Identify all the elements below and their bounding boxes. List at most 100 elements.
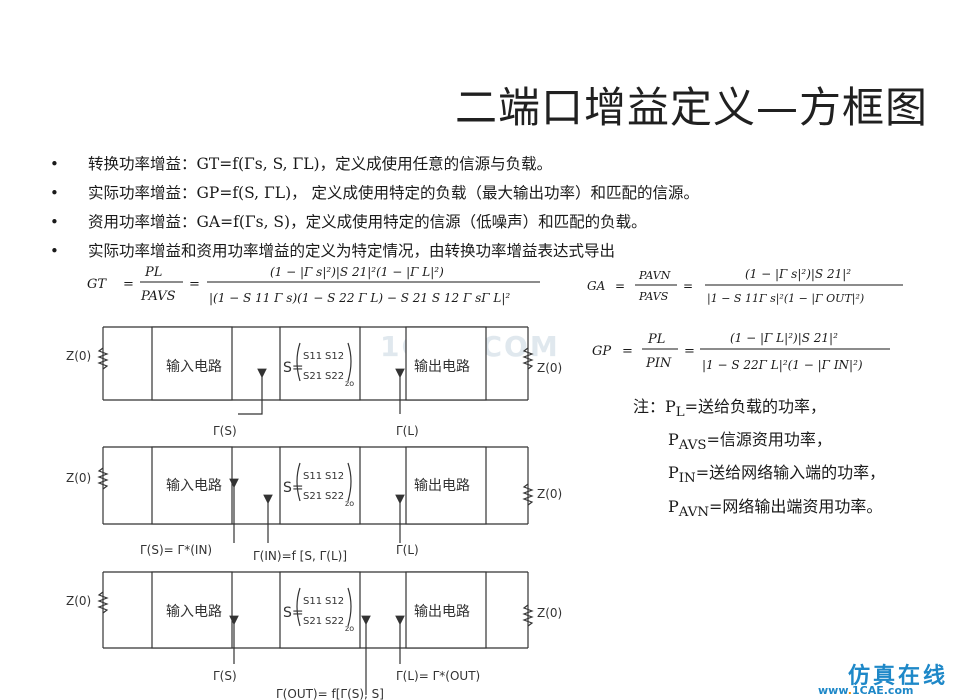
gamma-out-label-3: Γ(OUT)= f[Γ(S), S] (276, 687, 384, 700)
z0-source-2: Z(0) (66, 471, 91, 485)
s-matrix-box-3 (279, 571, 361, 649)
bullet-formula: GA=f(Γs, S) (196, 213, 291, 231)
s21-2: S21 (303, 491, 322, 502)
svg-text:(1 − |Γ L|²)|S 21|²: (1 − |Γ L|²)|S 21|² (730, 331, 838, 345)
ga-formula: GA = PAVN PAVS = (1 − |Γ s|²)|S 21|² |1 … (587, 267, 903, 306)
svg-text:=: = (622, 344, 633, 359)
watermark: 1CAE.COM (380, 330, 560, 363)
gp-formula: GP = PL PIN = (1 − |Γ L|²)|S 21|² |1 − S… (592, 331, 890, 372)
diagram-3 (97, 571, 534, 695)
bullet-dot: • (50, 155, 59, 173)
s21-3: S21 (303, 616, 322, 627)
gt-den: PAVS (140, 289, 176, 304)
note-sub: AVS (678, 438, 707, 454)
input-label-1: 输入电路 (166, 359, 222, 375)
gp-den: PIN (645, 356, 672, 371)
gamma-in-label-2: Γ(IN)=f [S, Γ(L)] (253, 549, 347, 563)
gamma-l-label-2: Γ(L) (396, 543, 419, 557)
gp-lhs: GP (592, 344, 611, 359)
ga-den: PAVS (638, 290, 669, 303)
brand-url-dot: . (847, 684, 852, 697)
z0-sub-3: zo (345, 624, 354, 633)
svg-text:|1 − S 22Γ L|²(1 − |Γ IN|²): |1 − S 22Γ L|²(1 − |Γ IN|²) (702, 358, 863, 372)
gamma-l-label-3: Γ(L)= Γ*(OUT) (396, 669, 480, 683)
z0-load-1: Z(0) (537, 361, 562, 375)
note-row: PAVS=信源资用功率， (633, 426, 885, 459)
note-sub: AVN (678, 504, 710, 520)
bullet-item: • 资用功率增益：GA=f(Γs, S)，定义成使用特定的信源（低噪声）和匹配的… (50, 208, 910, 237)
note-symbol: P (668, 463, 679, 483)
s-prefix-3: S= (283, 605, 304, 621)
bullet-formula: GP=f(S, ΓL) (196, 184, 292, 202)
bullet-item: • 实际功率增益和资用功率增益的定义为特定情况，由转换功率增益表达式导出 (50, 237, 910, 266)
z0-source-3: Z(0) (66, 594, 91, 608)
note-text: =网络输出端资用功率。 (709, 496, 883, 516)
s-matrix-box-1 (279, 326, 361, 401)
note-row: PIN=送给网络输入端的功率， (633, 459, 885, 492)
note-row: PAVN=网络输出端资用功率。 (633, 493, 885, 526)
svg-text:=: = (683, 279, 693, 293)
bullet-text: 实际功率增益和资用功率增益的定义为特定情况，由转换功率增益表达式导出 (88, 242, 616, 260)
output-label-2: 输出电路 (414, 478, 470, 494)
note-sub: IN (678, 471, 696, 487)
output-circuit-box-3 (405, 571, 487, 649)
note-symbol: P (668, 496, 679, 516)
input-circuit-box-3 (151, 571, 233, 649)
note-symbol: P (668, 430, 679, 450)
s-prefix-1: S= (283, 360, 304, 376)
s22-2: S22 (325, 491, 344, 502)
svg-text:(1 − |Γ s|²)|S 21|²(1 − |Γ L|²: (1 − |Γ s|²)|S 21|²(1 − |Γ L|²) (270, 265, 444, 279)
svg-text:|1 − S 11Γ s|²(1 − |Γ OUT|²): |1 − S 11Γ s|²(1 − |Γ OUT|²) (707, 292, 864, 306)
bullet-list: • 转换功率增益：GT=f(Γs, S, ΓL)，定义成使用任意的信源与负载。 … (50, 150, 910, 266)
bullet-text: ，定义成使用任意的信源与负载。 (319, 155, 553, 173)
svg-text:=: = (615, 279, 625, 293)
gt-num: PL (144, 265, 162, 280)
bullet-dot: • (50, 213, 59, 231)
input-circuit-box-1 (151, 326, 233, 401)
s-prefix-2: S= (283, 480, 304, 496)
note-text: =信源资用功率， (706, 430, 832, 450)
gp-num: PL (647, 332, 665, 347)
note-symbol: P (665, 397, 676, 416)
note-prefix: 注： (633, 397, 666, 416)
bullet-label: 实际功率增益： (88, 184, 197, 202)
gt-formula: GT = PL PAVS = (1 − |Γ s|²)|S 21|²(1 − |… (87, 265, 540, 305)
input-label-3: 输入电路 (166, 604, 222, 620)
brand-url-post: 1CAE.com (851, 684, 914, 697)
svg-text:=: = (189, 277, 200, 292)
input-label-2: 输入电路 (166, 478, 222, 494)
gamma-s-label-1: Γ(S) (213, 424, 237, 438)
notes-block: 注：PL=送给负载的功率， PAVS=信源资用功率， PIN=送给网络输入端的功… (633, 393, 885, 526)
s-matrix-box-2 (279, 446, 361, 525)
bullet-item: • 实际功率增益：GP=f(S, ΓL)， 定义成使用特定的负载（最大输出功率）… (50, 179, 910, 208)
source-resistor-2 (97, 467, 109, 490)
ga-num: PAVN (638, 269, 671, 282)
page-title: 二端口增益定义—方框图 (455, 83, 929, 132)
svg-text:|(1 − S 11 Γ s)(1 − S 22 Γ L): |(1 − S 11 Γ s)(1 − S 22 Γ L) − S 21 S 1… (209, 291, 510, 305)
source-resistor-1 (97, 347, 109, 370)
output-label-3: 输出电路 (414, 604, 470, 620)
gamma-s-label-3: Γ(S) (213, 669, 237, 683)
s11-2: S11 (303, 471, 322, 482)
s12-1: S12 (325, 351, 344, 362)
z0-source-1: Z(0) (66, 349, 91, 363)
bullet-item: • 转换功率增益：GT=f(Γs, S, ΓL)，定义成使用任意的信源与负载。 (50, 150, 910, 179)
s22-1: S22 (325, 371, 344, 382)
note-text: =送给负载的功率， (684, 397, 827, 416)
bullet-dot: • (50, 184, 59, 202)
svg-text:=: = (123, 277, 134, 292)
ga-lhs: GA (587, 279, 606, 293)
bullet-text: ，定义成使用特定的信源（低噪声）和匹配的负载。 (290, 213, 647, 231)
note-sub: L (675, 405, 685, 421)
gamma-l-label-1: Γ(L) (396, 424, 419, 438)
note-text: =送给网络输入端的功率， (695, 463, 886, 483)
bullet-label: 转换功率增益： (88, 155, 197, 173)
s21-1: S21 (303, 371, 322, 382)
diagram-2 (97, 446, 534, 543)
bullet-dot: • (50, 242, 59, 260)
brand-url-pre: www (818, 684, 848, 697)
load-resistor-3 (522, 604, 534, 627)
note-row: 注：PL=送给负载的功率， (633, 393, 885, 426)
z0-sub-1: zo (345, 379, 354, 388)
z0-sub-2: zo (345, 499, 354, 508)
